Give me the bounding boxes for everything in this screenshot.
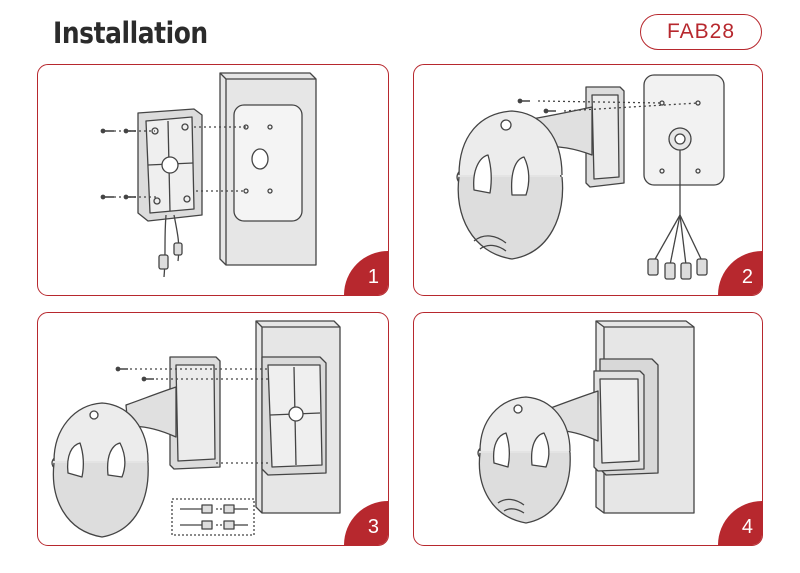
step-4-illustration: [477, 320, 695, 524]
step-number: 2: [741, 266, 753, 288]
step-number: 4: [741, 516, 753, 538]
step-number: 1: [367, 266, 379, 288]
step-panel-3: 3: [37, 312, 389, 546]
step-1-illustration: [100, 72, 317, 278]
step-panel-1: 1: [37, 64, 389, 296]
step-3-illustration: [51, 320, 341, 538]
model-badge: FAB28: [640, 14, 762, 50]
step-2-illustration: [456, 74, 725, 280]
step-panel-2: 2: [413, 64, 763, 296]
step-panel-4: 4: [413, 312, 763, 546]
step-number: 3: [367, 516, 379, 538]
page-title: Installation: [53, 16, 208, 50]
